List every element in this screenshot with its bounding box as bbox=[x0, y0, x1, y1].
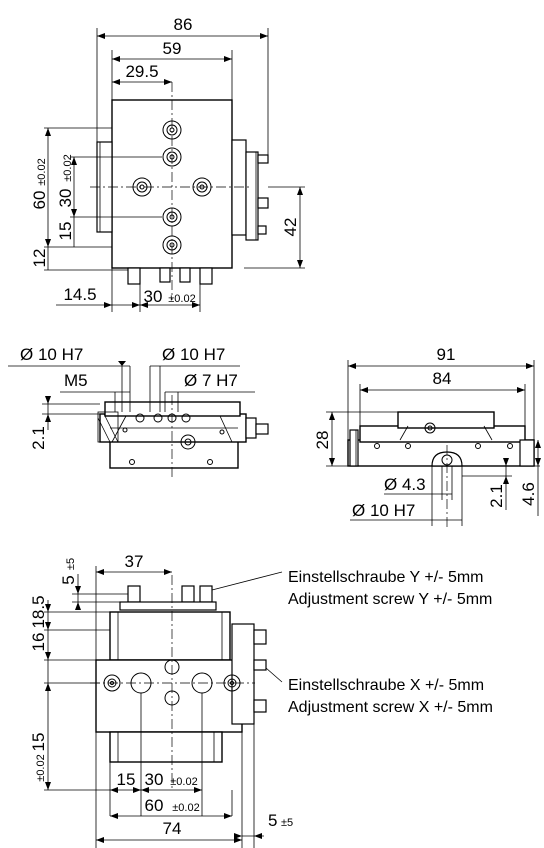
dim-width-14-5: 14.5 bbox=[63, 285, 96, 304]
dim-dia-7-h7: Ø 7 H7 bbox=[184, 371, 238, 390]
note-screw-y-de: Einstellschraube Y +/- 5mm bbox=[288, 569, 484, 586]
dim-width-74: 74 bbox=[163, 819, 182, 838]
dim-width-59: 59 bbox=[163, 39, 182, 58]
dim-height-4-6: 4.6 bbox=[519, 482, 538, 506]
dim-dia-10-h7-right: Ø 10 H7 bbox=[162, 345, 225, 364]
dim-height-42: 42 bbox=[281, 218, 300, 237]
dim-height-60-tol: ±0.02 bbox=[36, 158, 48, 185]
dim-m5: M5 bbox=[64, 371, 88, 390]
dim-stroke-y-5-tol: ±5 bbox=[65, 558, 77, 570]
dim-height-16: 16 bbox=[29, 633, 48, 652]
front-view: Ø 10 H7 M5 Ø 10 H7 Ø 7 H7 2.1 bbox=[8, 345, 269, 478]
dim-width-86: 86 bbox=[174, 15, 193, 34]
dim-height-28: 28 bbox=[313, 431, 332, 450]
dim-height-15: 15 bbox=[56, 222, 75, 241]
dim-width-60-tol: ±0.02 bbox=[172, 802, 199, 814]
note-screw-x-de: Einstellschraube X +/- 5mm bbox=[288, 677, 484, 694]
dim-width-91: 91 bbox=[437, 345, 456, 364]
dim-height-2-1-side: 2.1 bbox=[487, 484, 506, 508]
note-screw-x-en: Adjustment screw X +/- 5mm bbox=[288, 699, 493, 716]
dim-width-60: 60 bbox=[145, 796, 164, 815]
dim-height-60: 60 bbox=[30, 191, 49, 210]
side-view: 91 84 28 Ø 4.3 Ø 10 H7 2.1 bbox=[313, 345, 541, 528]
dim-height-30: 30 bbox=[56, 189, 75, 208]
dim-width-29-5: 29.5 bbox=[125, 62, 158, 81]
dim-dia-10-h7: Ø 10 H7 bbox=[352, 501, 415, 520]
dim-width-30-tol: ±0.02 bbox=[170, 776, 197, 788]
dim-width-30-tol: ±0.02 bbox=[168, 293, 195, 305]
dim-stroke-x-5-tol: ±5 bbox=[281, 817, 293, 829]
note-screw-y-en: Adjustment screw Y +/- 5mm bbox=[288, 591, 492, 608]
dim-height-18-5: 18.5 bbox=[29, 595, 48, 628]
top-view: 86 59 29.5 60 ±0.02 30 ±0.02 15 bbox=[30, 15, 305, 312]
dim-stroke-x-5: 5 bbox=[268, 811, 277, 830]
dim-stroke-y-5: 5 bbox=[59, 575, 78, 584]
dim-height-12: 12 bbox=[30, 249, 49, 268]
dim-width-30: 30 bbox=[144, 287, 163, 306]
dim-height-15: 15 bbox=[29, 733, 48, 752]
dim-dia-10-h7-left-group: Ø 10 H7 bbox=[20, 345, 83, 364]
dim-dia-10-h7-left: Ø 10 H7 bbox=[20, 345, 83, 364]
dim-width-15: 15 bbox=[117, 770, 136, 789]
dim-dia-4-3: Ø 4.3 bbox=[384, 475, 426, 494]
dim-height-2-1: 2.1 bbox=[29, 426, 48, 450]
bottom-view: 37 5 ±5 18.5 16 15 ±0.02 bbox=[29, 552, 493, 848]
dim-width-84: 84 bbox=[433, 369, 452, 388]
dim-width-30: 30 bbox=[145, 770, 164, 789]
dim-height-30-tol: ±0.02 bbox=[62, 154, 74, 181]
dim-width-37: 37 bbox=[125, 552, 144, 571]
dim-height-15-tol: ±0.02 bbox=[35, 754, 47, 781]
